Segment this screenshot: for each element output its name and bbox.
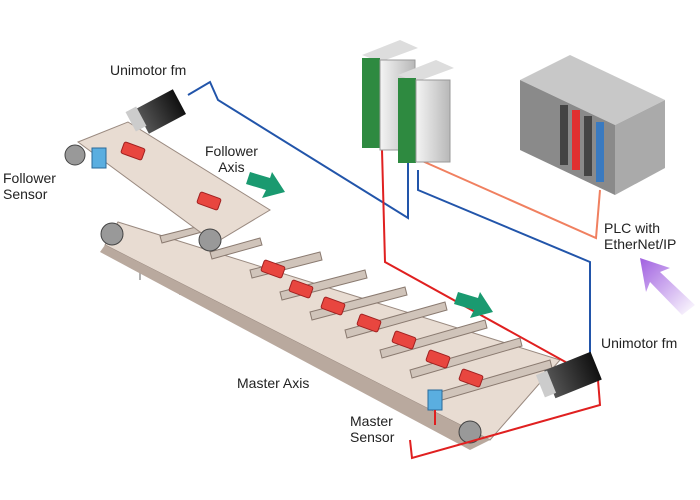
right-motor-label: Unimotor fm [601,335,678,351]
follower-sensor [91,147,107,169]
master-sensor-line2: Sensor [350,429,395,445]
master-roller-left [100,222,124,246]
follower-sensor-line2: Sensor [3,186,48,202]
master-direction-arrow [454,292,493,318]
top-motor [125,89,186,134]
follower-axis-label: Follower Axis [205,143,258,175]
wire-blue-follower [187,80,409,220]
follower-direction-arrow [246,172,285,198]
wire-blue-master [417,170,591,355]
master-axis-label: Master Axis [237,375,310,391]
plc-rack [520,55,665,195]
plc-pointer-arrow [640,258,695,315]
wire-red-master [381,149,602,460]
master-roller-right [458,420,482,444]
master-products [260,259,484,388]
master-sensor [427,389,443,411]
drive-units [362,40,454,163]
master-sensor-line1: Master [350,413,393,429]
wire-orange-plc [419,159,601,240]
right-motor [535,351,602,399]
follower-axis-line1: Follower [205,143,258,159]
plc-label: PLC with EtherNet/IP [604,220,676,252]
follower-roller-left [64,144,86,166]
follower-products [120,141,222,211]
plc-line1: PLC with [604,220,661,236]
master-sensor-label: Master Sensor [350,413,394,445]
follower-axis-line2: Axis [218,159,245,175]
follower-sensor-line1: Follower [3,170,56,186]
master-belt [104,221,561,441]
top-motor-label: Unimotor fm [110,62,187,78]
follower-sensor-label: Follower Sensor [3,170,56,202]
follower-roller-right [198,228,222,252]
plc-line2: EtherNet/IP [604,236,677,252]
